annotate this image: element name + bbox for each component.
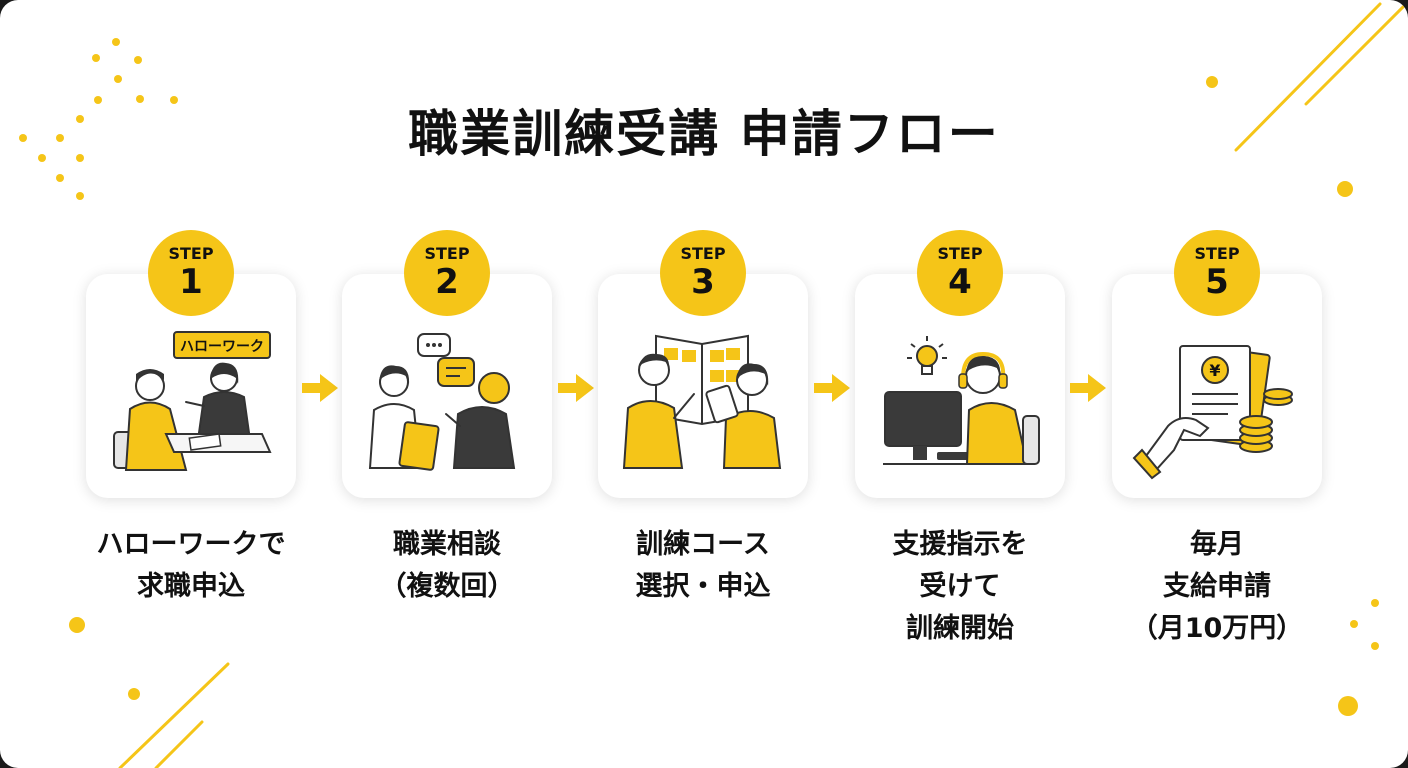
- yen-icon: [1201, 356, 1229, 384]
- sleeve: [1132, 448, 1162, 480]
- step-4-badge: STEP 4: [917, 230, 1003, 316]
- person-left-body: [622, 400, 684, 469]
- step-number: 4: [948, 262, 972, 302]
- course-selection-illustration: [622, 334, 782, 469]
- caption-line: ハローワークで: [96, 529, 286, 560]
- caption-line: 求職申込: [137, 571, 245, 602]
- coin-stack: [1239, 388, 1293, 453]
- person-right-body: [722, 410, 782, 469]
- step-4-caption: 支援指示を 受けて 訓練開始: [830, 524, 1090, 650]
- caption-line: 訓練コース: [636, 529, 770, 560]
- caption-line: 訓練開始: [906, 613, 1014, 644]
- client-body: [452, 406, 516, 469]
- dot-bottom-left: [69, 617, 85, 633]
- step-label: STEP: [937, 244, 983, 263]
- caption-line: 支援指示を: [892, 529, 1028, 560]
- career-consultation-illustration: [368, 333, 516, 471]
- monthly-allowance-illustration: ¥: [1132, 344, 1293, 480]
- speech-bubble-large: [437, 357, 475, 387]
- monitor: [884, 391, 962, 447]
- step-label: STEP: [680, 244, 726, 263]
- dot-top-right: [1206, 76, 1218, 88]
- step-1-badge: STEP 1: [148, 230, 234, 316]
- step-2-badge: STEP 2: [404, 230, 490, 316]
- step-1-caption: ハローワークで 求職申込: [61, 524, 321, 608]
- step-label: STEP: [1194, 244, 1240, 263]
- svg-text:¥: ¥: [1209, 361, 1220, 380]
- step-3-badge: STEP 3: [660, 230, 746, 316]
- caption-line: 選択・申込: [635, 571, 771, 602]
- step-number: 5: [1205, 262, 1229, 302]
- tablet: [705, 384, 739, 424]
- advisor-hair: [379, 365, 410, 384]
- step-5-caption: 毎月 支給申請 （月10万円）: [1087, 524, 1347, 650]
- staff-arm: [185, 401, 205, 407]
- dot-bottom-right: [1338, 696, 1358, 716]
- applicant-hair: [136, 369, 164, 382]
- step-5-badge: STEP 5: [1174, 230, 1260, 316]
- arrow-right-icon: [302, 374, 338, 402]
- sign-board: [173, 331, 271, 359]
- hand: [1144, 417, 1210, 472]
- dot-cluster-bottom-right: [1350, 599, 1379, 650]
- document: [188, 433, 222, 451]
- headset: [961, 351, 1006, 379]
- step-3-caption: 訓練コース 選択・申込: [573, 524, 833, 608]
- dot-bottom-left-small: [128, 688, 140, 700]
- lines-top-right: [1234, 0, 1408, 152]
- step-label: STEP: [168, 244, 214, 263]
- caption-line: 毎月: [1190, 529, 1244, 560]
- page-title: 職業訓練受講 申請フロー: [408, 105, 1000, 163]
- caption-line: 受けて: [919, 571, 1001, 602]
- staff-hair: [210, 362, 239, 384]
- arrow-right-icon: [1070, 374, 1106, 402]
- arrow-right-icon: [558, 374, 594, 402]
- training-start-illustration: [883, 336, 1040, 465]
- caption-line: （月10万円）: [1130, 613, 1304, 644]
- dot-right: [1337, 181, 1353, 197]
- client-head: [478, 372, 510, 404]
- learner-body: [965, 402, 1029, 465]
- caption-line: 職業相談: [393, 529, 501, 560]
- sign-text: ハローワーク: [180, 339, 264, 355]
- step-number: 2: [435, 262, 459, 302]
- step-number: 3: [691, 262, 715, 302]
- step-2-caption: 職業相談 （複数回）: [317, 524, 577, 608]
- staff-body: [196, 391, 252, 441]
- step-number: 1: [179, 262, 203, 302]
- chair-back: [1022, 415, 1040, 465]
- step-1-card: ハローワーク: [86, 274, 296, 498]
- arrow-right-icon: [814, 374, 850, 402]
- applicant-body: [124, 401, 188, 471]
- caption-line: 支給申請: [1163, 571, 1271, 602]
- pointing-arm: [673, 393, 695, 419]
- client-arm: [445, 413, 461, 427]
- dot-cluster-top-left: [19, 38, 178, 200]
- clipboard: [398, 421, 440, 471]
- caption-line: （複数回）: [379, 571, 515, 602]
- hello-work-counter-illustration: ハローワーク: [113, 331, 272, 471]
- lines-bottom-left: [118, 662, 230, 768]
- step-label: STEP: [424, 244, 470, 263]
- lightbulb-icon: [907, 336, 947, 375]
